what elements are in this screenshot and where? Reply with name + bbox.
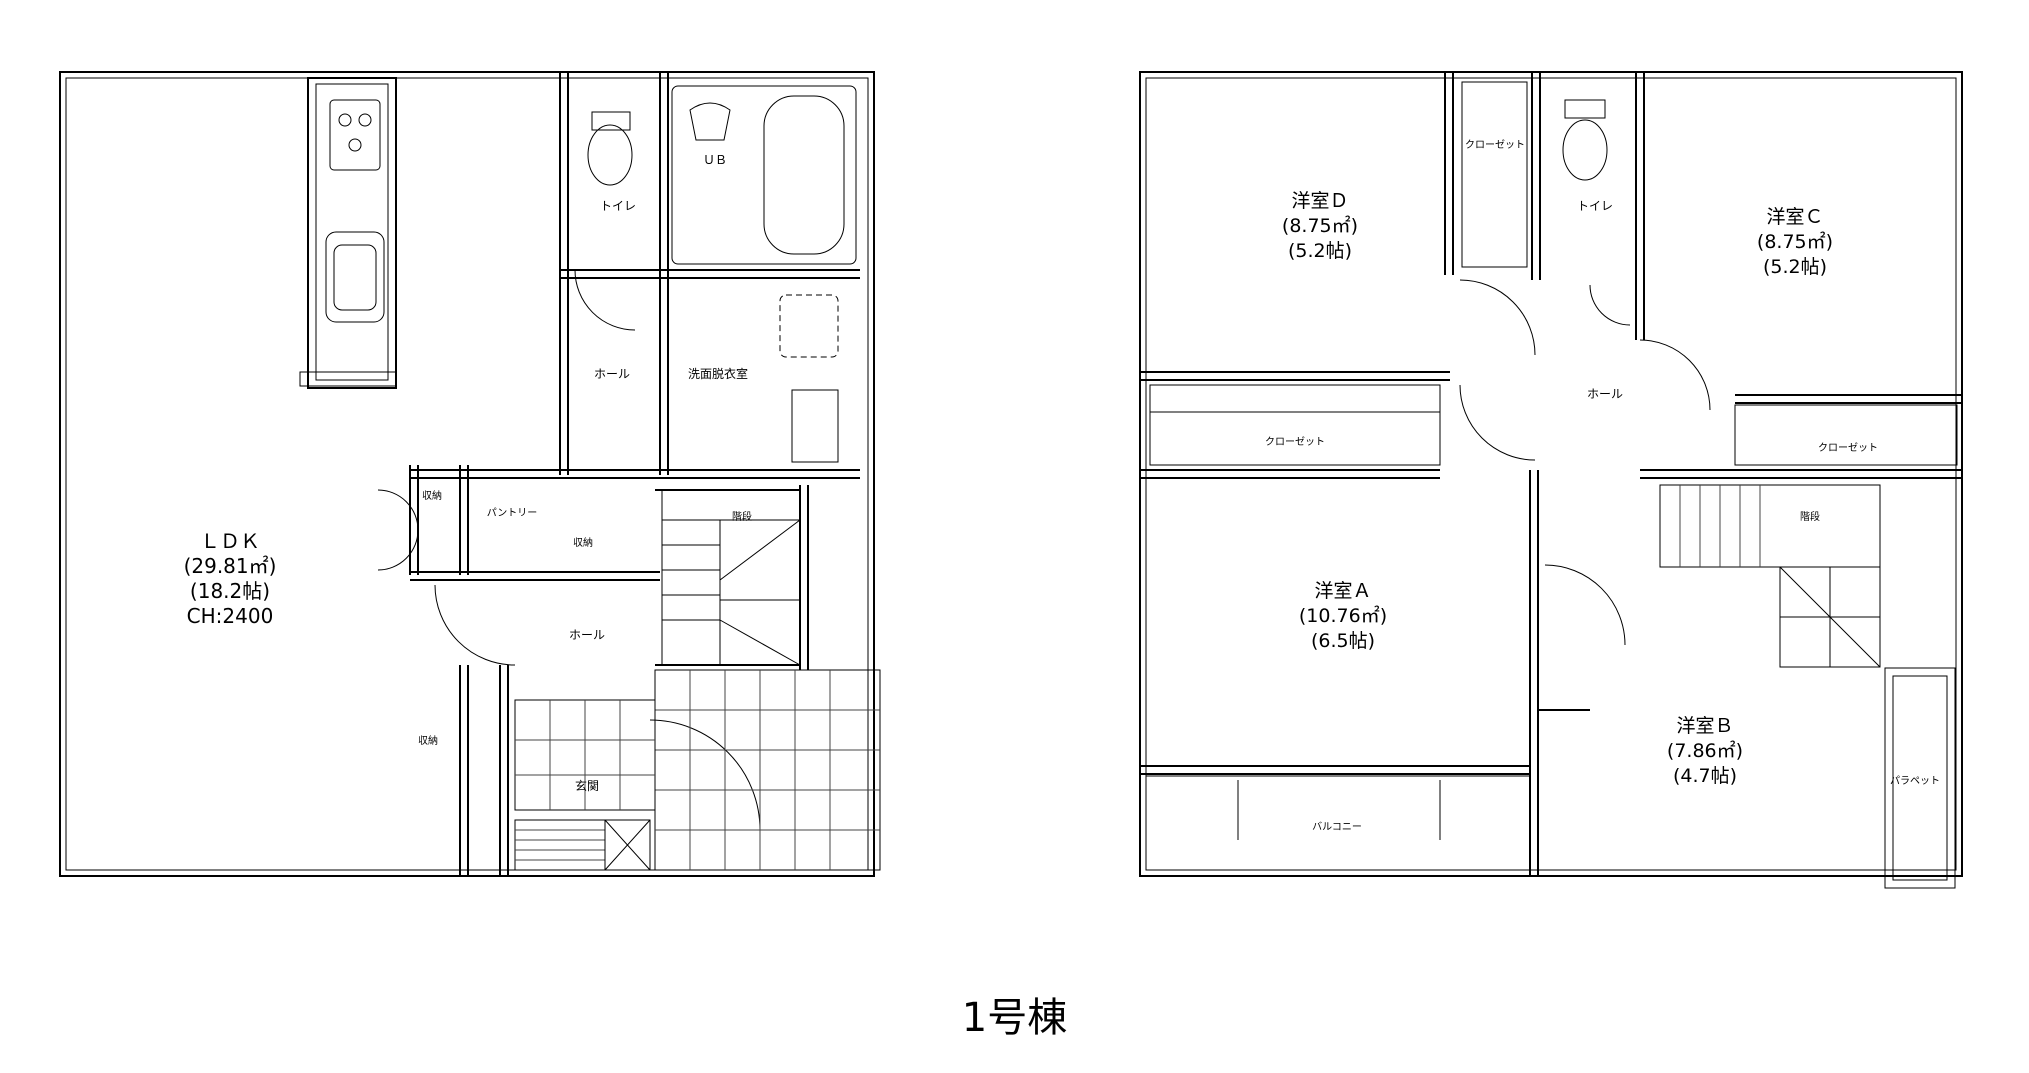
unit-bath-fixtures xyxy=(671,85,857,265)
room-d-area: (8.75㎡) xyxy=(1282,214,1358,237)
room-d-tatami: (5.2帖) xyxy=(1288,240,1352,262)
first-floor-plan xyxy=(59,71,881,877)
ldk-label: ＬＤＫ xyxy=(200,529,260,553)
first-floor-toilet-label: トイレ xyxy=(600,199,636,213)
room-b-label: 洋室Ｂ xyxy=(1676,715,1733,737)
unit-bath-label: ＵＢ xyxy=(703,153,727,167)
washroom-label: 洗面脱衣室 xyxy=(688,366,748,381)
ldk-area: (29.81㎡) xyxy=(184,554,277,578)
storage-lower-label: 収納 xyxy=(418,734,438,747)
first-floor-stairs xyxy=(661,489,801,666)
second-floor-doors xyxy=(1459,279,1711,646)
room-a-tatami: (6.5帖) xyxy=(1311,630,1375,652)
room-c-tatami: (5.2帖) xyxy=(1763,256,1827,278)
room-c-label: 洋室Ｃ xyxy=(1766,206,1823,228)
entrance-porch-tiles xyxy=(514,669,881,871)
balcony-floor xyxy=(1145,667,1956,889)
first-floor-hall-lower-label: ホール xyxy=(569,628,605,642)
closet-d-label: クローゼット xyxy=(1465,139,1525,151)
second-floor-outer-walls xyxy=(1139,71,1963,877)
second-floor-stairs xyxy=(1659,484,1881,668)
second-floor-closets xyxy=(1149,81,1958,466)
room-a-area: (10.76㎡) xyxy=(1299,604,1387,627)
washroom-fixtures xyxy=(779,294,839,463)
storage-left-label: 収納 xyxy=(422,489,442,502)
parapet-label: パラペット xyxy=(1890,775,1940,787)
kitchen-counter xyxy=(299,77,397,389)
storage-mid-label: 収納 xyxy=(573,536,593,549)
entrance-label: 玄関 xyxy=(575,778,599,793)
second-floor-toilet-fixture xyxy=(1562,99,1608,181)
pantry-label: パントリー xyxy=(487,507,538,519)
room-d-label: 洋室Ｄ xyxy=(1291,190,1348,212)
room-a-label: 洋室Ａ xyxy=(1314,580,1371,602)
balcony-label: バルコニー xyxy=(1312,821,1362,833)
second-floor-plan xyxy=(1139,71,1963,889)
building-caption: 1号棟 xyxy=(961,995,1068,1041)
first-floor-interior-walls xyxy=(409,72,860,876)
first-floor-hall-upper-label: ホール xyxy=(594,367,630,381)
ldk-ceiling-height: CH:2400 xyxy=(187,604,274,628)
second-floor-hall-label: ホール xyxy=(1587,387,1623,401)
ldk-tatami: (18.2帖) xyxy=(190,579,270,603)
closet-c-label: クローゼット xyxy=(1818,442,1878,454)
room-c-area: (8.75㎡) xyxy=(1757,230,1833,253)
second-floor-stairs-label: 階段 xyxy=(1800,510,1820,523)
first-floor-stairs-label: 階段 xyxy=(732,510,752,523)
room-b-area: (7.86㎡) xyxy=(1667,739,1743,762)
first-floor-toilet-fixture xyxy=(587,111,633,186)
second-floor-toilet-label: トイレ xyxy=(1577,199,1613,213)
room-b-tatami: (4.7帖) xyxy=(1673,765,1737,787)
closet-a-label: クローゼット xyxy=(1265,436,1325,448)
first-floor-doors xyxy=(377,269,761,831)
second-floor-interior-walls xyxy=(1140,72,1962,876)
